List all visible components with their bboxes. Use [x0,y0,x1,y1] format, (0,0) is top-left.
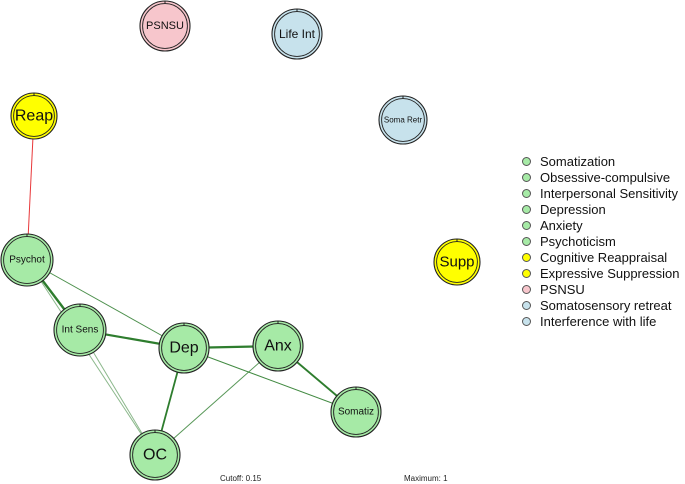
legend-swatch [522,188,531,198]
legend-item: Somatization [522,153,679,169]
node-supp: Supp [433,238,481,286]
legend-swatch [522,156,531,166]
legend-swatch [522,236,531,246]
legend-item: PSNSU [522,281,679,297]
node-label: PSNSU [146,20,184,32]
node-lifeint: Life Int [271,8,323,60]
node-label: Dep [169,340,198,357]
node-label: Reap [15,108,53,125]
legend-label: Psychoticism [540,233,616,249]
legend-swatch [522,300,531,310]
legend-item: Somatosensory retreat [522,297,679,313]
legend-swatch [522,172,531,182]
node-label: Int Sens [62,325,99,336]
legend-swatch [522,252,531,262]
legend: Somatization Obsessive-compulsive Interp… [522,153,679,329]
legend-label: Depression [540,201,606,217]
legend-label: Expressive Suppression [540,265,680,281]
legend-label: Somatization [540,153,616,169]
legend-swatch [522,220,531,230]
legend-label: Interference with life [540,313,657,329]
legend-item: Expressive Suppression [522,265,679,281]
legend-label: Somatosensory retreat [540,297,672,313]
legend-swatch [522,204,531,214]
edge-anx-oc [154,345,279,456]
node-label: Life Int [279,27,316,41]
node-psychot: Psychot [0,233,54,287]
node-label: Anx [264,338,292,355]
legend-item: Psychoticism [522,233,679,249]
edge-dep-somatiz [183,347,357,413]
legend-item: Depression [522,201,679,217]
cutoff-text: Cutoff: 0.15 [220,474,262,483]
legend-label: Interpersonal Sensitivity [540,185,679,201]
edges-layer [26,115,357,456]
node-psnsu: PSNSU [139,0,191,52]
node-label: Soma Retr [384,116,423,125]
node-label: Somatiz [338,407,374,418]
node-intsens: Int Sens [53,303,107,357]
node-label: Supp [439,254,474,271]
legend-swatch [522,268,531,278]
node-somatiz: Somatiz [330,386,382,438]
node-label: Psychot [9,255,45,266]
legend-label: Anxiety [540,217,583,233]
node-dep: Dep [158,322,210,374]
legend-item: Cognitive Reappraisal [522,249,679,265]
maximum-text: Maximum: 1 [404,474,448,483]
node-reap: Reap [10,92,58,140]
legend-item: Obsessive-compulsive [522,169,679,185]
legend-label: Obsessive-compulsive [540,169,671,185]
node-anx: Anx [252,320,304,372]
node-label: OC [143,447,167,464]
legend-swatch [522,284,531,294]
legend-label: PSNSU [540,281,585,297]
edge-psychot-oc [26,259,156,456]
legend-label: Cognitive Reappraisal [540,249,668,265]
node-oc: OC [129,429,181,481]
legend-item: Anxiety [522,217,679,233]
edge-psychot-dep [26,259,185,349]
node-somaretr: Soma Retr [378,95,428,145]
legend-item: Interference with life [522,313,679,329]
legend-item: Interpersonal Sensitivity [522,185,679,201]
legend-swatch [522,316,531,326]
